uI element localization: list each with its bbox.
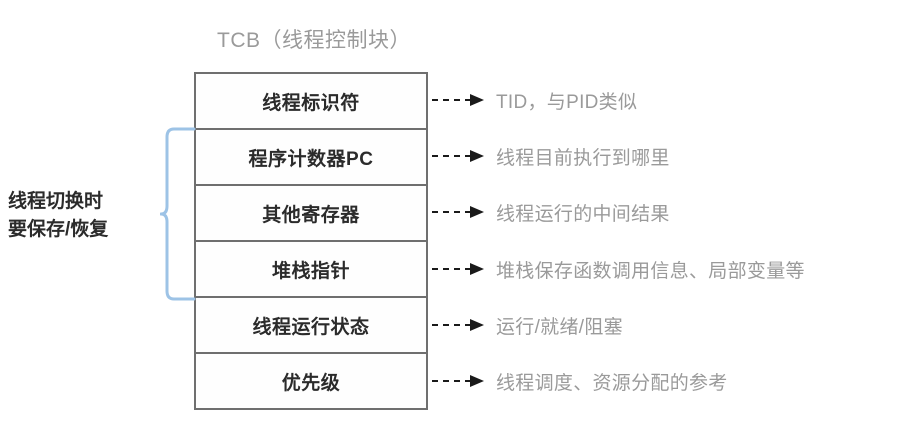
dashed-arrow-icon xyxy=(432,150,484,162)
curly-brace-icon xyxy=(159,127,196,301)
page-title: TCB（线程控制块） xyxy=(217,29,411,52)
annotation-text: TID，与PID类似 xyxy=(496,91,638,113)
tcb-field-label: 线程运行状态 xyxy=(252,316,370,338)
table-row: 堆栈指针 xyxy=(196,242,426,298)
annotation-row: 运行/就绪/阻塞 xyxy=(432,313,623,338)
table-row: 优先级 xyxy=(196,354,426,408)
left-note-line-2: 要保存/恢复 xyxy=(8,219,109,240)
table-row: 线程标识符 xyxy=(196,74,426,130)
tcb-table: 线程标识符 程序计数器PC 其他寄存器 堆栈指针 线程运行状态 优先级 xyxy=(194,72,428,410)
left-note-line-1: 线程切换时 xyxy=(8,191,104,212)
annotation-row: 线程目前执行到哪里 xyxy=(432,144,670,169)
table-row: 其他寄存器 xyxy=(196,186,426,242)
tcb-field-label: 线程标识符 xyxy=(262,92,360,114)
tcb-field-label: 堆栈指针 xyxy=(271,260,350,282)
annotation-text: 堆栈保存函数调用信息、局部变量等 xyxy=(496,260,805,282)
left-note: 线程切换时 要保存/恢复 xyxy=(8,188,156,244)
tcb-field-label: 其他寄存器 xyxy=(262,204,360,226)
dashed-arrow-icon xyxy=(432,94,484,106)
annotation-text: 线程调度、资源分配的参考 xyxy=(496,372,728,394)
dashed-arrow-icon xyxy=(432,375,484,387)
table-row: 线程运行状态 xyxy=(196,298,426,354)
tcb-field-label: 程序计数器PC xyxy=(248,148,374,170)
annotation-text: 运行/就绪/阻塞 xyxy=(496,316,623,338)
annotation-row: TID，与PID类似 xyxy=(432,88,638,113)
dashed-arrow-icon xyxy=(432,206,484,218)
annotation-text: 线程目前执行到哪里 xyxy=(496,147,670,169)
annotation-row: 堆栈保存函数调用信息、局部变量等 xyxy=(432,257,805,282)
annotation-row: 线程运行的中间结果 xyxy=(432,200,670,225)
dashed-arrow-icon xyxy=(432,263,484,275)
table-row: 程序计数器PC xyxy=(196,130,426,186)
dashed-arrow-icon xyxy=(432,319,484,331)
tcb-field-label: 优先级 xyxy=(281,372,341,394)
annotation-row: 线程调度、资源分配的参考 xyxy=(432,369,728,394)
brace-group xyxy=(159,126,196,302)
annotation-text: 线程运行的中间结果 xyxy=(496,203,670,225)
